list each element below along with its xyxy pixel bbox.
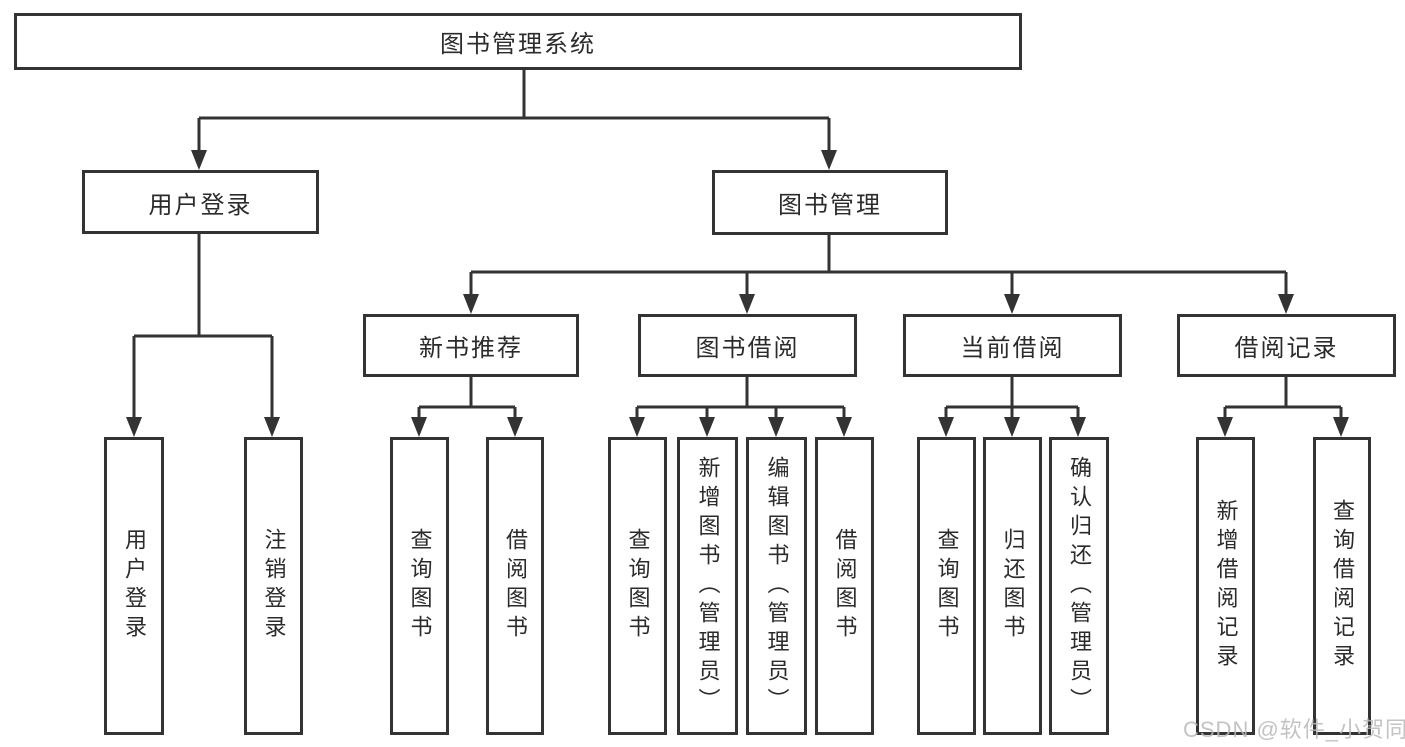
leaf-borrow-books-2: 借阅图书 <box>815 437 874 735</box>
csdn-watermark: CSDN @软件_小贺同学 <box>1183 717 1405 742</box>
leaf-borrow-books-1: 借阅图书 <box>486 437 544 735</box>
leaf-add-borrow-record: 新增借阅记录 <box>1196 437 1255 735</box>
connector-root-to-level2 <box>197 69 831 166</box>
node-user-login: 用户登录 <box>82 170 319 234</box>
leaf-logout: 注销登录 <box>244 437 303 735</box>
node-current-borrowing: 当前借阅 <box>903 314 1122 377</box>
node-new-book-recommend: 新书推荐 <box>363 314 579 377</box>
node-library-system: 图书管理系统 <box>14 13 1022 70</box>
leaf-return-book: 归还图书 <box>983 437 1042 735</box>
connector-borrow-records-to-children <box>1223 377 1343 433</box>
node-book-borrowing: 图书借阅 <box>638 314 857 377</box>
leaf-edit-book-admin: 编辑图书（管理员） <box>746 437 807 735</box>
connector-book-management-to-level3 <box>469 234 1288 310</box>
leaf-query-books-2: 查询图书 <box>608 437 667 735</box>
leaf-query-borrow-record: 查询借阅记录 <box>1313 437 1371 735</box>
connector-user-login-to-children <box>132 233 274 433</box>
node-book-management: 图书管理 <box>712 170 948 235</box>
node-borrow-records: 借阅记录 <box>1177 314 1396 377</box>
leaf-query-books-1: 查询图书 <box>390 437 449 735</box>
leaf-user-login: 用户登录 <box>104 437 164 735</box>
connector-new-book-recommend-to-children <box>417 377 517 433</box>
leaf-add-book-admin: 新增图书（管理员） <box>677 437 738 735</box>
leaf-confirm-return-admin: 确认归还（管理员） <box>1049 437 1109 735</box>
leaf-query-books-3: 查询图书 <box>917 437 976 735</box>
connector-book-borrowing-to-children <box>635 377 846 433</box>
